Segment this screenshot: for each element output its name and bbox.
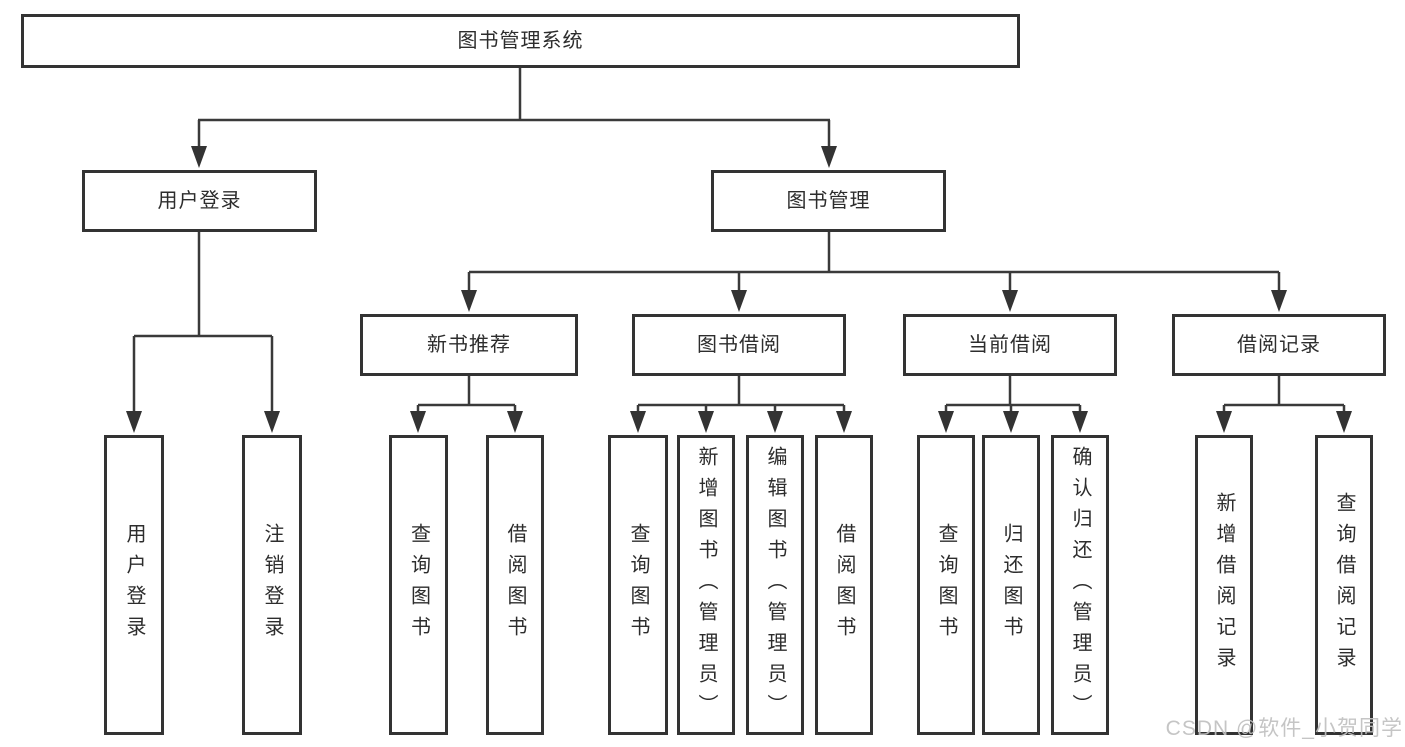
node-label: 借阅图书 — [833, 523, 855, 647]
node-label: 查询图书 — [407, 523, 430, 647]
leaf-logout: 注销登录 — [242, 435, 302, 735]
leaf-cb-return-book: 归还图书 — [982, 435, 1040, 735]
leaf-br-query-record: 查询借阅记录 — [1315, 435, 1373, 735]
node-label: 借阅记录 — [1237, 334, 1321, 356]
leaf-cb-query-book: 查询图书 — [917, 435, 975, 735]
node-label: 查询图书 — [627, 523, 649, 647]
leaf-bb-borrow-book: 借阅图书 — [815, 435, 873, 735]
leaf-nbr-borrow-book: 借阅图书 — [486, 435, 544, 735]
node-borrowing-records: 借阅记录 — [1172, 314, 1386, 376]
leaf-bb-add-book-admin: 新增图书（管理员） — [677, 435, 735, 735]
node-label: 新增图书（管理员） — [695, 445, 717, 725]
node-label: 图书管理系统 — [457, 30, 584, 52]
node-label: 编辑图书（管理员） — [764, 445, 786, 725]
node-label: 用户登录 — [157, 190, 242, 212]
leaf-bb-edit-book-admin: 编辑图书（管理员） — [746, 435, 804, 735]
node-book-borrowing: 图书借阅 — [632, 314, 846, 376]
node-label: 用户登录 — [123, 523, 145, 647]
leaf-nbr-query-book: 查询图书 — [389, 435, 448, 735]
watermark: CSDN @软件_小贺同学 — [1165, 717, 1403, 740]
node-label: 归还图书 — [1000, 523, 1022, 647]
node-label: 注销登录 — [261, 523, 283, 647]
node-label: 图书借阅 — [697, 334, 781, 356]
node-new-book-recommend: 新书推荐 — [360, 314, 578, 376]
node-label: 确认归还（管理员） — [1069, 445, 1091, 725]
node-label: 查询图书 — [935, 523, 957, 647]
node-library-management-system: 图书管理系统 — [21, 14, 1020, 68]
node-user-login: 用户登录 — [82, 170, 317, 232]
node-book-management: 图书管理 — [711, 170, 946, 232]
node-label: 借阅图书 — [504, 523, 526, 647]
node-label: 新书推荐 — [427, 334, 511, 356]
leaf-br-add-record: 新增借阅记录 — [1195, 435, 1253, 735]
node-label: 当前借阅 — [968, 334, 1052, 356]
node-current-borrowing: 当前借阅 — [903, 314, 1117, 376]
node-label: 新增借阅记录 — [1213, 492, 1235, 678]
node-label: 图书管理 — [786, 190, 871, 212]
leaf-cb-confirm-return-admin: 确认归还（管理员） — [1051, 435, 1109, 735]
node-label: 查询借阅记录 — [1333, 492, 1355, 678]
leaf-bb-query-book: 查询图书 — [608, 435, 668, 735]
leaf-user-login: 用户登录 — [104, 435, 164, 735]
